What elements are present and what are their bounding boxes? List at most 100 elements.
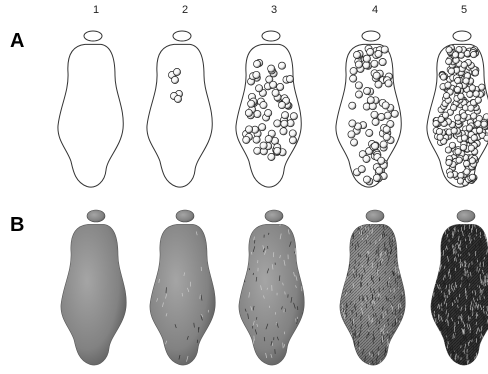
bubble — [458, 93, 464, 99]
texture-stroke — [486, 355, 487, 357]
bubble — [259, 124, 266, 131]
texture-stroke — [379, 244, 380, 246]
texture-stroke — [305, 257, 306, 261]
texture-stroke — [465, 306, 466, 308]
texture-stroke — [354, 223, 355, 225]
texture-stroke — [439, 227, 441, 232]
texture-stroke — [403, 332, 405, 337]
texture-stroke — [454, 280, 455, 282]
texture-stroke — [486, 319, 487, 322]
texture-stroke — [439, 229, 440, 233]
organ-cap — [366, 210, 384, 222]
texture-stroke — [459, 316, 460, 319]
texture-stroke — [468, 270, 469, 273]
bubble — [372, 143, 379, 150]
texture-stroke — [432, 243, 433, 247]
texture-stroke — [434, 260, 436, 265]
bubble — [446, 159, 452, 165]
texture-stroke — [438, 264, 439, 268]
bubble — [363, 155, 370, 162]
texture-stroke — [482, 271, 483, 273]
texture-stroke — [347, 239, 349, 245]
bubble — [382, 102, 389, 109]
texture-stroke — [359, 274, 360, 278]
texture-stroke — [397, 248, 398, 254]
texture-stroke — [448, 341, 449, 344]
bubble — [355, 91, 362, 98]
texture-stroke — [341, 231, 342, 236]
texture-stroke — [397, 355, 398, 359]
texture-stroke — [300, 226, 301, 231]
texture-stroke — [344, 339, 345, 342]
texture-stroke — [301, 225, 302, 230]
organ-render-5 — [431, 210, 488, 368]
texture-stroke — [432, 261, 433, 266]
texture-stroke — [346, 351, 347, 354]
texture-stroke — [285, 292, 286, 295]
bubble — [260, 102, 267, 109]
texture-stroke — [476, 302, 477, 307]
bubble — [243, 136, 250, 143]
texture-stroke — [395, 350, 396, 353]
bubble — [467, 91, 473, 97]
texture-stroke — [481, 222, 482, 227]
texture-stroke — [452, 302, 453, 304]
texture-stroke — [283, 362, 284, 367]
texture-stroke — [439, 361, 440, 363]
texture-stroke — [347, 225, 348, 229]
organ-cap — [457, 210, 475, 222]
bubble — [468, 105, 474, 111]
bubble — [355, 82, 362, 89]
texture-stroke — [392, 355, 393, 359]
bubble — [446, 58, 452, 64]
texture-stroke — [296, 319, 297, 323]
texture-stroke — [349, 242, 350, 248]
texture-stroke — [300, 347, 301, 352]
bubble — [469, 85, 475, 91]
organ-outline — [58, 44, 123, 187]
texture-stroke — [432, 318, 433, 320]
bubble — [289, 130, 296, 137]
texture-stroke — [405, 237, 406, 240]
texture-stroke — [447, 354, 448, 358]
bubble — [471, 135, 477, 141]
texture-stroke — [487, 343, 488, 347]
texture-stroke — [485, 284, 486, 286]
texture-stroke — [447, 272, 448, 277]
bubble — [245, 109, 252, 116]
texture-stroke — [408, 332, 409, 336]
texture-stroke — [291, 362, 293, 367]
texture-stroke — [401, 258, 402, 261]
texture-stroke — [462, 351, 463, 357]
bubble — [272, 89, 279, 96]
texture-stroke — [347, 238, 349, 243]
bubble — [473, 91, 479, 97]
organ-render-2 — [150, 210, 215, 365]
texture-stroke — [434, 356, 435, 359]
texture-stroke — [437, 334, 438, 338]
organ-outline-4 — [336, 31, 401, 187]
organ-render-3 — [239, 210, 308, 368]
texture-stroke — [393, 340, 394, 344]
texture-stroke — [306, 308, 307, 312]
texture-stroke — [406, 322, 407, 328]
bubble — [457, 178, 463, 184]
bubble — [448, 68, 454, 74]
bubble — [265, 110, 272, 117]
texture-stroke — [442, 228, 443, 232]
texture-stroke — [434, 250, 435, 255]
bubble — [253, 71, 260, 78]
texture-stroke — [300, 265, 301, 268]
texture-stroke — [345, 360, 346, 363]
bubble — [371, 60, 378, 67]
texture-stroke — [404, 313, 406, 319]
bubble — [280, 128, 287, 135]
bubble — [355, 61, 362, 68]
bubble — [372, 118, 379, 125]
organ-outline-5 — [427, 31, 488, 187]
texture-stroke — [383, 307, 384, 310]
bubble — [277, 83, 284, 90]
texture-stroke — [391, 359, 392, 362]
bubble — [440, 74, 446, 80]
